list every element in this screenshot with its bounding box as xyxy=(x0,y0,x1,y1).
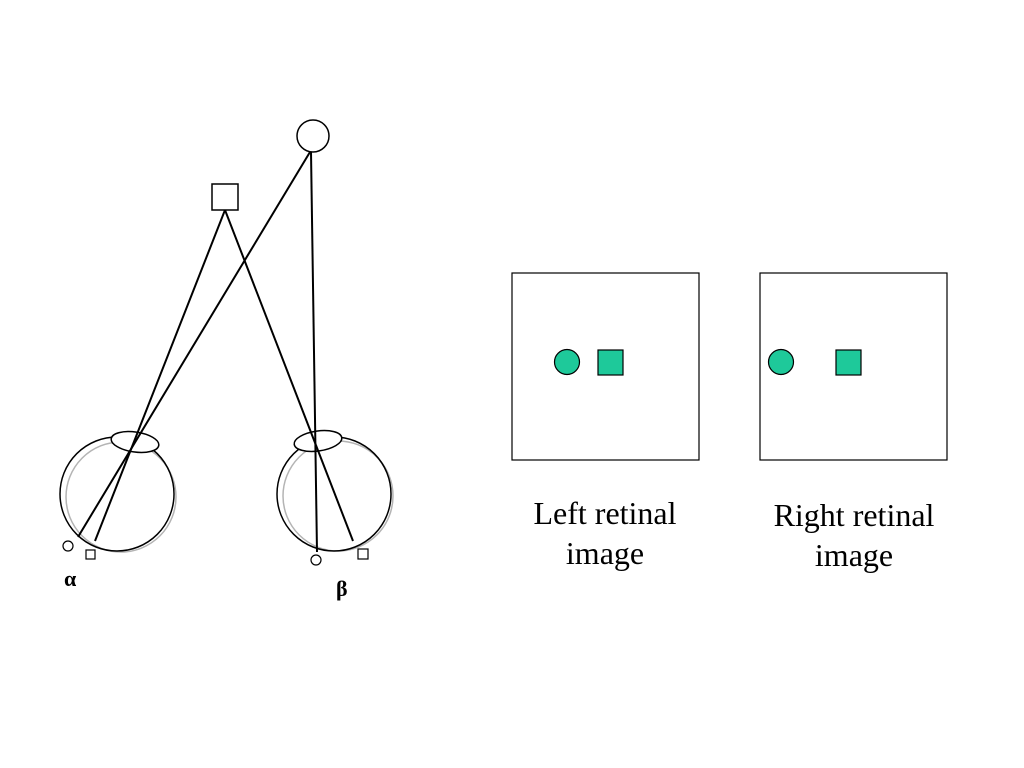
right-retina-circle-point xyxy=(310,554,322,566)
ray-square-to-left-eye xyxy=(94,209,226,542)
left-retina-circle-point xyxy=(62,540,74,552)
left-eyeball-shadow xyxy=(65,441,177,553)
beta-label: β xyxy=(336,576,348,601)
right-eyeball-shadow xyxy=(282,440,394,552)
right-caption-line-2: image xyxy=(814,537,894,573)
near-square-object xyxy=(211,183,239,211)
left-retinal-image-panel xyxy=(511,272,700,461)
right-panel-square xyxy=(835,349,862,376)
left-panel-caption: Left retinal image xyxy=(505,493,705,573)
ray-circle-to-left-eye xyxy=(77,151,311,538)
projection-rays xyxy=(77,151,354,553)
right-retina-square-point xyxy=(357,548,369,560)
ray-square-to-right-eye xyxy=(224,209,354,542)
right-panel-circle xyxy=(767,348,795,376)
left-retina-square-point xyxy=(85,549,96,560)
right-caption-line-1: Right retinal xyxy=(773,497,935,533)
left-caption-line-1: Left retinal xyxy=(533,495,677,531)
far-circle-object xyxy=(296,119,330,153)
right-eye xyxy=(276,429,394,552)
left-panel-square xyxy=(597,349,624,376)
right-lens xyxy=(293,429,343,453)
left-panel-circle xyxy=(553,348,581,376)
right-retinal-image-panel xyxy=(759,272,948,461)
right-panel-caption: Right retinal image xyxy=(745,495,963,575)
left-eye xyxy=(59,430,177,553)
ray-circle-to-right-eye xyxy=(310,151,318,553)
left-caption-line-2: image xyxy=(565,535,645,571)
left-eyeball xyxy=(59,436,175,552)
alpha-label: α xyxy=(64,566,77,591)
